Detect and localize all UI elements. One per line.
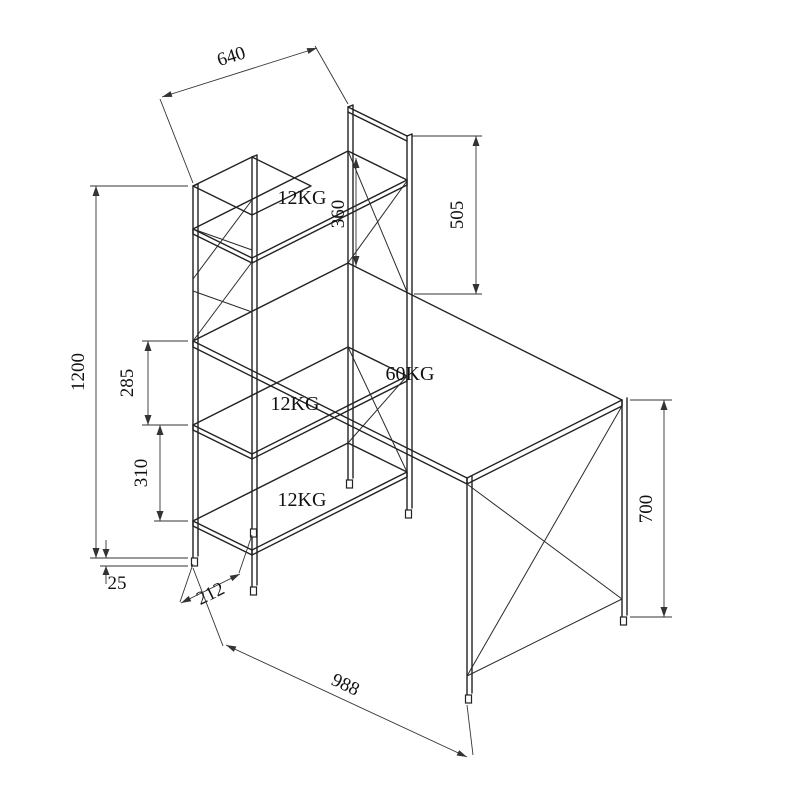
desk-legs [466, 397, 628, 696]
cross-braces [192, 150, 623, 677]
dim-25-label: 25 [108, 573, 127, 594]
dim-hutch-height: 505 [412, 135, 482, 295]
load-label-top-shelf: 12KG [278, 187, 327, 209]
dim-overall-height: 1200 [68, 185, 188, 559]
load-label-middle-shelf: 12KG [271, 393, 320, 415]
dim-shelf-depth: 212 [179, 534, 253, 610]
dim-foot-height: 25 [100, 540, 188, 594]
dim-desk-width: 988 [192, 567, 474, 758]
dim-285-label: 285 [117, 369, 138, 398]
load-label-desktop: 60KG [386, 363, 435, 385]
load-label-bottom-shelf: 12KG [278, 489, 327, 511]
shelf-tower-posts [192, 104, 413, 588]
leveling-feet [190, 479, 628, 704]
dim-505-label: 505 [447, 201, 468, 230]
dim-middle-to-bottom-shelf: 310 [131, 425, 188, 522]
dim-top-shelf-to-desktop: 360 [328, 158, 360, 266]
dim-988-label: 988 [328, 669, 363, 700]
dim-360-label: 360 [328, 200, 349, 229]
dim-700-label: 700 [636, 495, 657, 524]
dim-640-label: 640 [215, 42, 248, 71]
top-shelf-board [192, 150, 408, 264]
dim-overall-height-label: 1200 [68, 353, 89, 391]
dim-desk-height: 700 [630, 399, 672, 618]
dim-desktop-to-middle-shelf: 285 [117, 340, 188, 426]
dim-top-shelf-length: 640 [159, 42, 349, 184]
dim-310-label: 310 [131, 459, 152, 488]
